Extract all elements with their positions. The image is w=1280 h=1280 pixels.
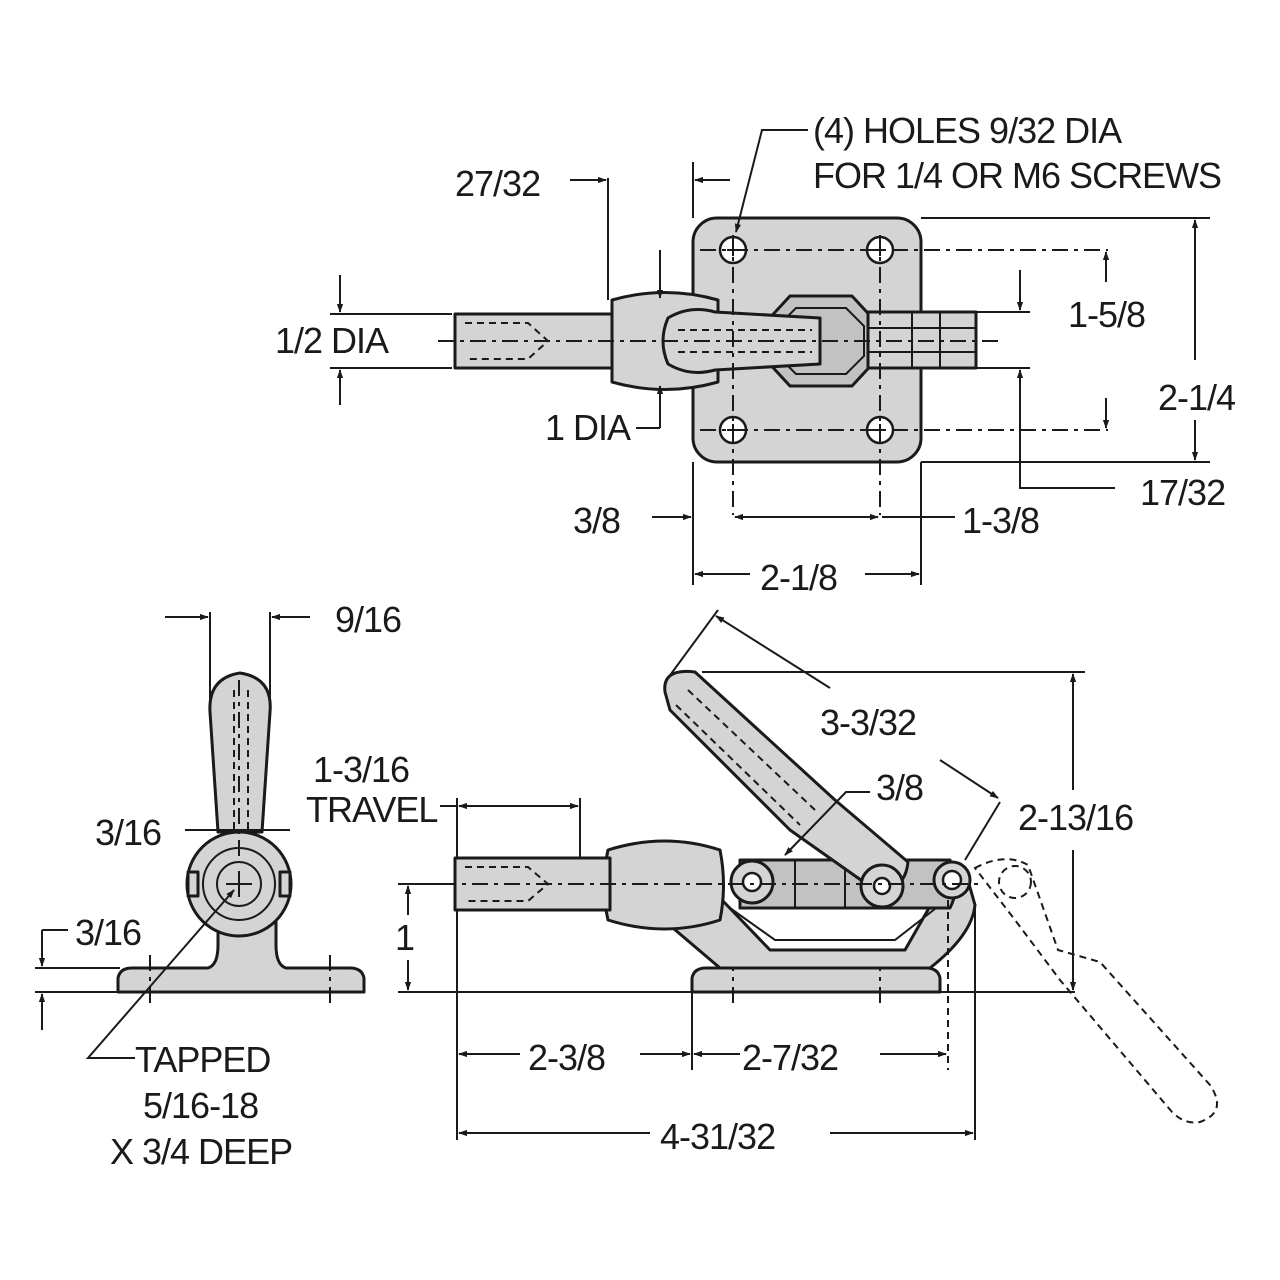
- tapped-line2: 5/16-18: [143, 1085, 258, 1126]
- side-base: [690, 966, 942, 994]
- end-handle: [208, 671, 272, 834]
- dim-1-3-8: 1-3/8: [962, 500, 1039, 541]
- dim-2-13-16: 2-13/16: [1018, 797, 1133, 838]
- dim-1-side: 1: [395, 917, 414, 958]
- dim-2-7-32: 2-7/32: [742, 1037, 838, 1078]
- dim-3-16-base: 3/16: [75, 912, 141, 953]
- dim-1-5-8: 1-5/8: [1068, 294, 1145, 335]
- dim-3-3-32: 3-3/32: [820, 702, 916, 743]
- end-view: 9/16 3/16 3/16 TAPPED 5/16-18 X 3/4 DEEP: [35, 599, 402, 1172]
- travel-line2: TRAVEL: [306, 789, 437, 830]
- dim-one-dia: 1 DIA: [545, 407, 631, 448]
- dim-2-1-8: 2-1/8: [760, 557, 837, 598]
- holes-note-line1: (4) HOLES 9/32 DIA: [813, 110, 1122, 151]
- dim-3-8-top: 3/8: [573, 500, 620, 541]
- dim-3-16-handle: 3/16: [95, 812, 161, 853]
- side-view: 1-3/16 TRAVEL 3-3/32 3/8 2-13/16 1 2-3/8…: [306, 609, 1219, 1157]
- dim-27-32: 27/32: [455, 163, 540, 204]
- top-view: 27/32 (4) HOLES 9/32 DIA FOR 1/4 OR M6 S…: [275, 110, 1236, 598]
- dim-half-dia: 1/2 DIA: [275, 320, 389, 361]
- dim-17-32: 17/32: [1140, 472, 1225, 513]
- side-handle-open: [973, 858, 1219, 1124]
- holes-note-line2: FOR 1/4 OR M6 SCREWS: [813, 155, 1221, 196]
- dim-3-8-side: 3/8: [876, 767, 923, 808]
- tapped-line1: TAPPED: [135, 1039, 270, 1080]
- dim-9-16: 9/16: [335, 599, 401, 640]
- tapped-line3: X 3/4 DEEP: [110, 1131, 292, 1172]
- dim-4-31-32: 4-31/32: [660, 1116, 775, 1157]
- travel-line1: 1-3/16: [313, 749, 409, 790]
- dim-2-3-8: 2-3/8: [528, 1037, 605, 1078]
- side-body: [638, 868, 977, 970]
- dim-2-1-4: 2-1/4: [1158, 377, 1235, 418]
